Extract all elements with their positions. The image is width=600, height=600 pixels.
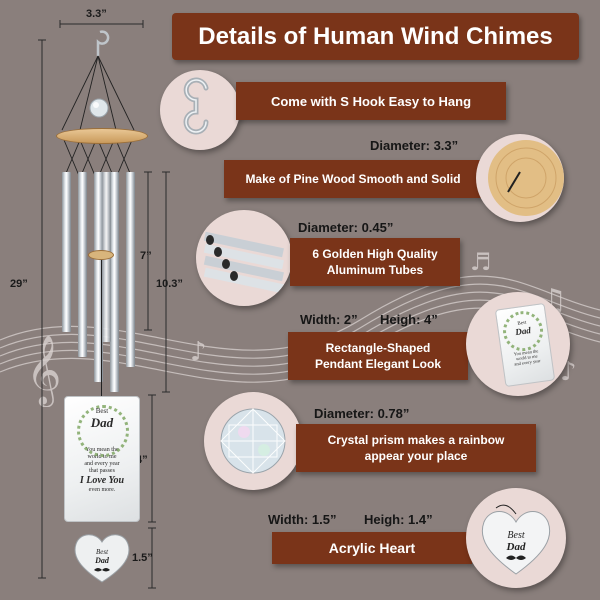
- heart-zoom-dad: Dad: [506, 541, 526, 553]
- acrylic-heart-icon: Best Dad: [481, 504, 551, 575]
- dimension-short-tube: 7”: [140, 250, 152, 262]
- dimension-lines: [38, 20, 170, 589]
- pendant-dad: Dad: [90, 415, 114, 430]
- page-title: Details of Human Wind Chimes: [198, 22, 553, 50]
- feature-pendant-text-line1: Rectangle-Shaped: [325, 341, 431, 355]
- pendant-message-line: world to me: [87, 454, 117, 460]
- dimension-top-width: 3.3”: [86, 8, 107, 20]
- feature-s-hook-image: [160, 70, 240, 150]
- feature-pendant-image: Best Dad You mean the world to me and ev…: [466, 292, 570, 396]
- feature-s-hook-banner: Come with S Hook Easy to Hang: [236, 82, 506, 120]
- feature-crystal-banner: Crystal prism makes a rainbow appear you…: [296, 424, 536, 472]
- pendant-best: Best: [95, 407, 109, 415]
- chime-hanger: [61, 30, 135, 179]
- feature-pendant-banner: Rectangle-Shaped Pendant Elegant Look: [288, 332, 468, 380]
- crystal-prism-icon: [220, 408, 286, 474]
- feature-wood-image: [476, 134, 564, 222]
- leaf-wreath-icon: [77, 405, 129, 457]
- chime-tube: [62, 172, 71, 332]
- feature-pendant-width: Width: 2”: [300, 312, 358, 327]
- glass-bead-icon: [89, 98, 109, 118]
- feature-crystal-text-line2: appear your place: [364, 449, 468, 463]
- feature-tubes-banner: 6 Golden High Quality Aluminum Tubes: [290, 238, 460, 286]
- aluminum-tubes-icon: [203, 231, 284, 294]
- pine-wood-ring: [56, 128, 148, 144]
- mustache-icon: [94, 568, 110, 572]
- music-note-icon: ♬: [470, 250, 492, 276]
- pendant-string: [101, 260, 102, 396]
- pendant-message-line: that passes: [89, 468, 115, 474]
- s-hook-icon: [96, 30, 110, 56]
- feature-heart-banner: Acrylic Heart: [272, 532, 472, 564]
- mustache-icon: [506, 555, 526, 560]
- feature-wood-banner: Make of Pine Wood Smooth and Solid: [224, 160, 482, 198]
- feature-wood-spec: Diameter: 3.3”: [370, 138, 459, 153]
- feature-pendant-text-line2: Pendant Elegant Look: [314, 357, 441, 371]
- dimension-total-length: 29”: [10, 278, 28, 290]
- feature-heart-text: Acrylic Heart: [328, 540, 416, 556]
- chime-tube: [78, 172, 87, 357]
- striker-disc: [88, 250, 114, 260]
- dimension-heart-height: 1.5”: [132, 552, 153, 564]
- heart-best: Best: [96, 548, 109, 556]
- heart-dad: Dad: [94, 556, 110, 565]
- feature-wood-text: Make of Pine Wood Smooth and Solid: [245, 172, 461, 186]
- treble-clef-icon: 𝄞: [26, 335, 61, 407]
- feature-crystal-text-line1: Crystal prism makes a rainbow: [327, 433, 505, 447]
- music-note-icon: ♪: [190, 337, 207, 367]
- feature-heart-width: Width: 1.5”: [268, 512, 337, 527]
- dimension-pendant-height: 4”: [136, 454, 148, 466]
- pendant-message-line: even more.: [88, 487, 116, 493]
- pine-wood-disc-icon: [488, 140, 564, 216]
- pendant-message-line: and every year: [84, 461, 120, 467]
- feature-tubes-text-line2: Aluminum Tubes: [326, 263, 424, 277]
- page-title-banner: Details of Human Wind Chimes: [172, 13, 579, 60]
- feature-heart-image: Best Dad: [466, 488, 566, 588]
- feature-tubes-text-line1: 6 Golden High Quality: [312, 247, 438, 261]
- feature-crystal-spec: Diameter: 0.78”: [314, 406, 410, 421]
- heart-zoom-best: Best: [507, 530, 524, 541]
- feature-crystal-image: [204, 392, 302, 490]
- feature-heart-height: Heigh: 1.4”: [364, 512, 433, 527]
- feature-s-hook-text: Come with S Hook Easy to Hang: [270, 93, 472, 109]
- pendant-zoom: Best Dad You mean the world to me and ev…: [494, 302, 556, 388]
- feature-tubes-spec: Diameter: 0.45”: [298, 220, 394, 235]
- chime-tube: [126, 172, 135, 367]
- chime-tube: [94, 172, 103, 382]
- rectangle-pendant: Best Dad You mean the world to me and ev…: [64, 396, 140, 522]
- feature-pendant-height: Heigh: 4”: [380, 312, 438, 327]
- chime-tube: [110, 172, 119, 392]
- feature-tubes-image: [196, 210, 292, 306]
- pendant-love-line: I Love You: [79, 475, 125, 486]
- dimension-long-tube: 10.3”: [156, 278, 183, 290]
- acrylic-heart-charm: Best Dad: [74, 534, 130, 583]
- s-hook-icon: [183, 77, 209, 135]
